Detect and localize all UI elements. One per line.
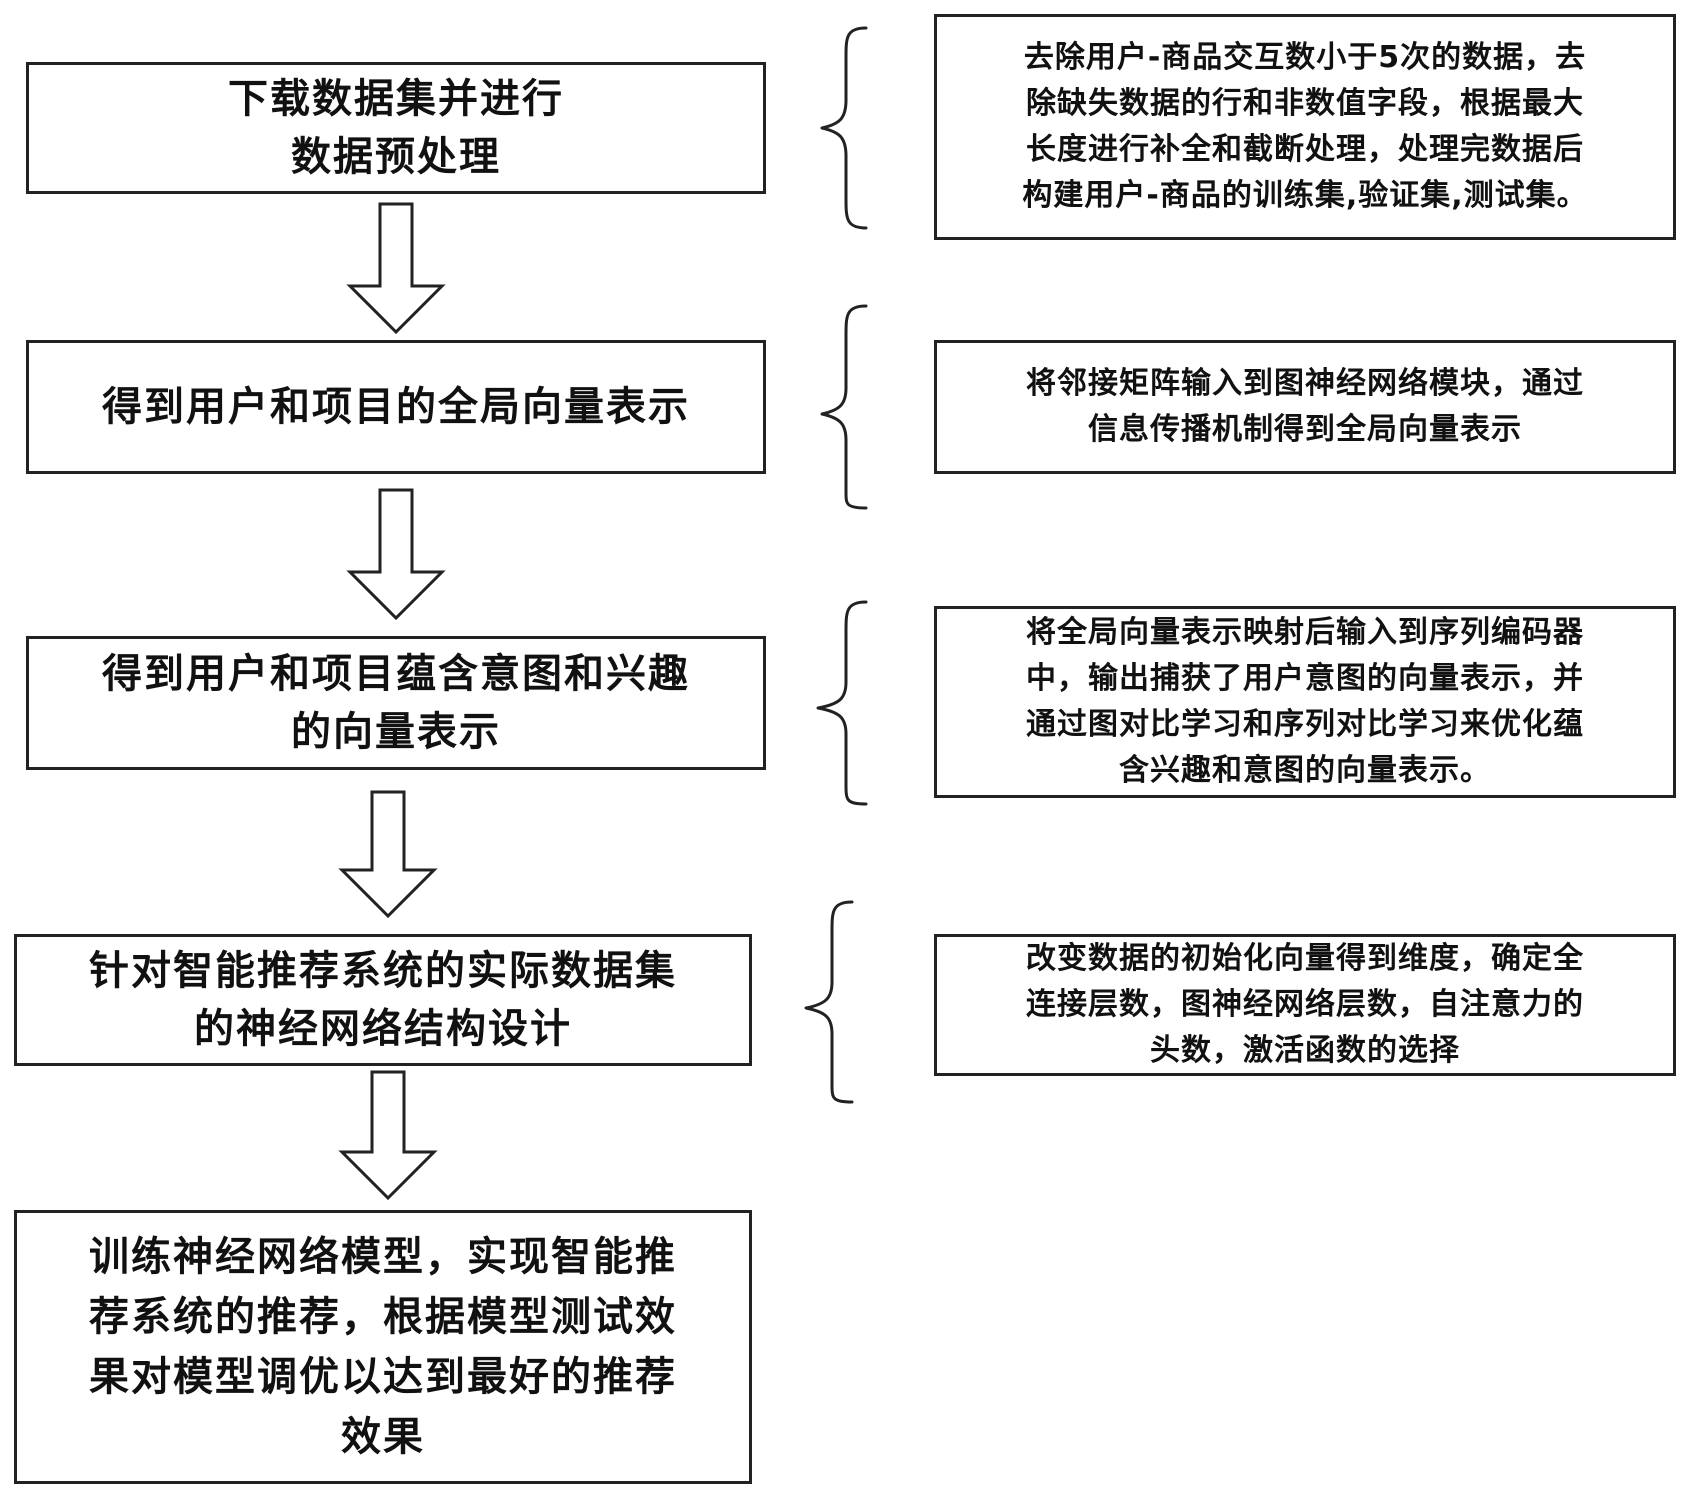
step-4-box: 针对智能推荐系统的实际数据集 的神经网络结构设计 bbox=[14, 934, 752, 1066]
arrow-down-1 bbox=[346, 202, 446, 335]
step-1-box: 下载数据集并进行 数据预处理 bbox=[26, 62, 766, 194]
arrow-down-4 bbox=[338, 1070, 438, 1201]
brace-4 bbox=[804, 900, 854, 1104]
step-2-box: 得到用户和项目的全局向量表示 bbox=[26, 340, 766, 474]
step-5-box: 训练神经网络模型，实现智能推 荐系统的推荐，根据模型测试效 果对模型调优以达到最… bbox=[14, 1210, 752, 1484]
arrow-down-2 bbox=[346, 488, 446, 621]
brace-3 bbox=[816, 600, 868, 806]
arrow-down-3 bbox=[338, 790, 438, 919]
step-3-box: 得到用户和项目蕴含意图和兴趣 的向量表示 bbox=[26, 636, 766, 770]
brace-2 bbox=[820, 304, 868, 510]
note-4-box: 改变数据的初始化向量得到维度，确定全 连接层数，图神经网络层数，自注意力的 头数… bbox=[934, 934, 1676, 1076]
brace-1 bbox=[820, 26, 868, 230]
note-3-box: 将全局向量表示映射后输入到序列编码器 中，输出捕获了用户意图的向量表示，并 通过… bbox=[934, 606, 1676, 798]
note-2-box: 将邻接矩阵输入到图神经网络模块，通过 信息传播机制得到全局向量表示 bbox=[934, 340, 1676, 474]
note-1-box: 去除用户-商品交互数小于5次的数据，去 除缺失数据的行和非数值字段，根据最大 长… bbox=[934, 14, 1676, 240]
